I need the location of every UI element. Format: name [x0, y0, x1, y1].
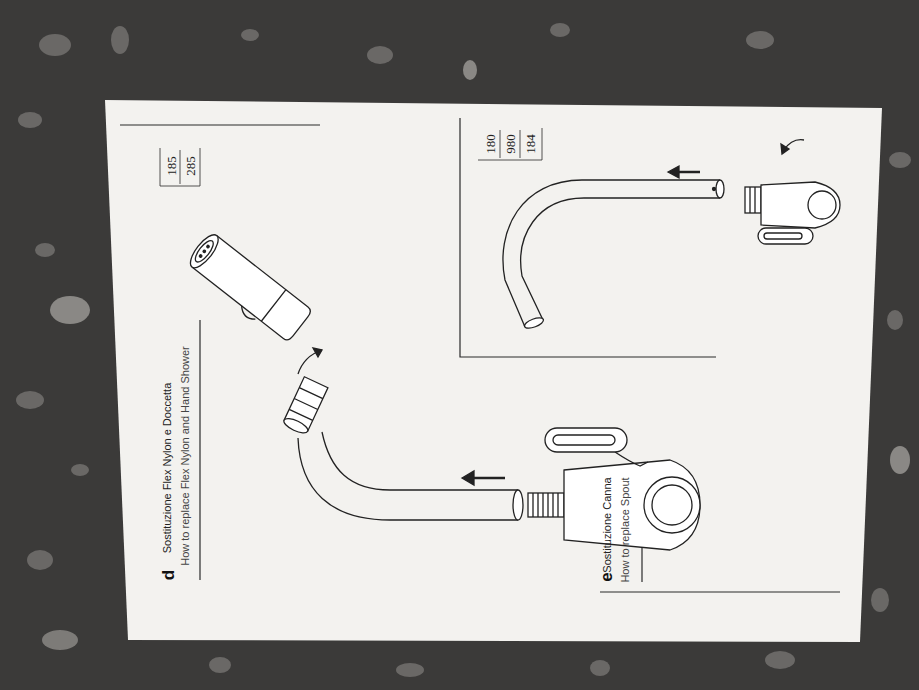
section-subtitle: How to replace Spout — [620, 477, 631, 582]
code-number: 184 — [524, 134, 537, 154]
hose-end — [513, 490, 523, 520]
section-title: Sostituzione Flex Nylon e Doccetta — [162, 383, 173, 554]
section-letter: e — [598, 572, 615, 581]
mixer-small — [745, 182, 840, 244]
bottom-rule — [600, 591, 840, 592]
section-title: Sostituzione Canna — [602, 477, 613, 572]
granite-speckles — [16, 23, 911, 677]
code-box — [160, 148, 200, 186]
hand-shower — [182, 231, 312, 347]
arrow-head — [668, 166, 679, 178]
section-subtitle: How to replace Flex Nylon and Hand Showe… — [180, 346, 191, 566]
spout — [503, 180, 724, 330]
rules — [120, 118, 840, 592]
code-number: 185 — [165, 156, 178, 176]
code-number: 285 — [184, 156, 197, 176]
illustration — [182, 140, 840, 550]
arrow-head — [781, 144, 789, 154]
top-rule — [120, 124, 320, 125]
arrow-head — [313, 348, 322, 357]
flex-hose — [298, 438, 518, 520]
flex-hose — [322, 432, 518, 490]
section-frame — [460, 118, 716, 357]
heading-rule — [199, 320, 200, 580]
code-box — [478, 128, 542, 160]
thread — [528, 493, 564, 517]
hose-nut — [282, 377, 328, 436]
code-number: 980 — [504, 134, 517, 154]
manual-page — [105, 100, 882, 642]
section-letter: d — [160, 570, 177, 580]
code-number: 180 — [484, 134, 497, 154]
arrow-head — [462, 471, 474, 485]
